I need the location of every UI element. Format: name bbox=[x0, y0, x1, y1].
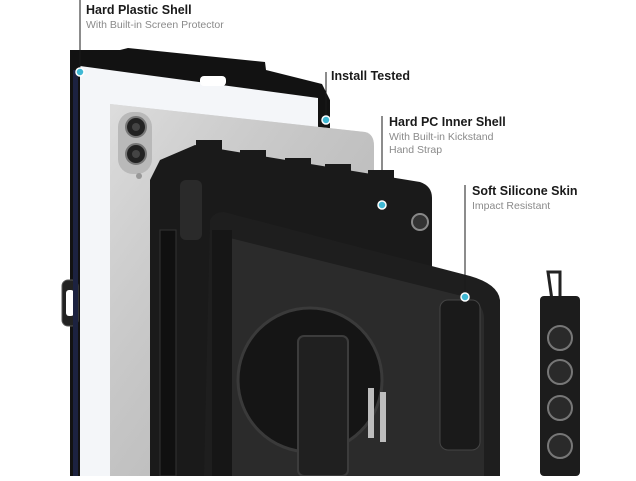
label-install-tested: Install Tested bbox=[331, 69, 410, 85]
hand-strap bbox=[540, 270, 580, 476]
soft-silicone-skin bbox=[204, 212, 500, 477]
subtitle-hard-pc-inner-shell-1: With Built-in Kickstand bbox=[389, 130, 494, 143]
callout-soft-silicone-skin bbox=[460, 185, 470, 302]
title-install-tested: Install Tested bbox=[331, 69, 410, 83]
subtitle-hard-plastic-shell: With Built-in Screen Protector bbox=[86, 18, 224, 31]
label-soft-silicone-skin: Soft Silicone Skin Impact Resistant bbox=[472, 184, 578, 213]
callout-hard-pc-inner-shell bbox=[377, 116, 387, 210]
label-hard-plastic-shell: Hard Plastic Shell With Built-in Screen … bbox=[86, 3, 224, 32]
title-hard-pc-inner-shell: Hard PC Inner Shell bbox=[389, 115, 506, 129]
callout-install-tested bbox=[321, 72, 331, 125]
title-soft-silicone-skin: Soft Silicone Skin bbox=[472, 184, 578, 198]
subtitle-hard-pc-inner-shell-2: Hand Strap bbox=[389, 143, 443, 156]
callout-hard-plastic-shell bbox=[75, 0, 85, 77]
subtitle-soft-silicone-skin: Impact Resistant bbox=[472, 199, 551, 212]
title-hard-plastic-shell: Hard Plastic Shell bbox=[86, 3, 192, 17]
label-hard-pc-inner-shell: Hard PC Inner Shell With Built-in Kickst… bbox=[389, 115, 506, 157]
